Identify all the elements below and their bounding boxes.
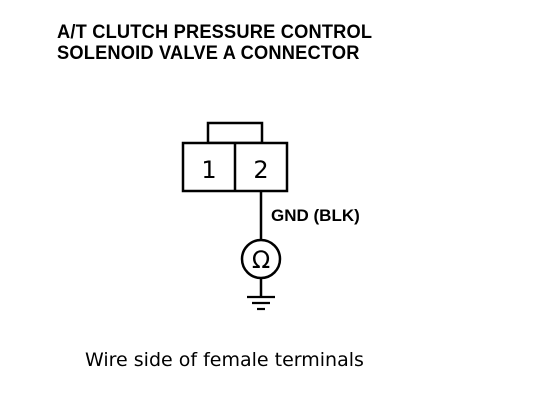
title-line-2: SOLENOID VALVE A CONNECTOR (57, 43, 360, 64)
diagram-title: A/T CLUTCH PRESSURE CONTROL SOLENOID VAL… (57, 22, 372, 64)
terminal-1-label: 1 (201, 156, 216, 184)
diagram-caption: Wire side of female terminals (85, 349, 364, 371)
connector-lock-tab (206, 121, 264, 145)
title-line-1: A/T CLUTCH PRESSURE CONTROL (57, 22, 373, 43)
gnd-wire-label: GND (BLK) (271, 206, 360, 225)
ohm-symbol: Ω (252, 246, 270, 274)
ground-icon (247, 295, 275, 311)
terminal-2-label: 2 (253, 156, 268, 184)
